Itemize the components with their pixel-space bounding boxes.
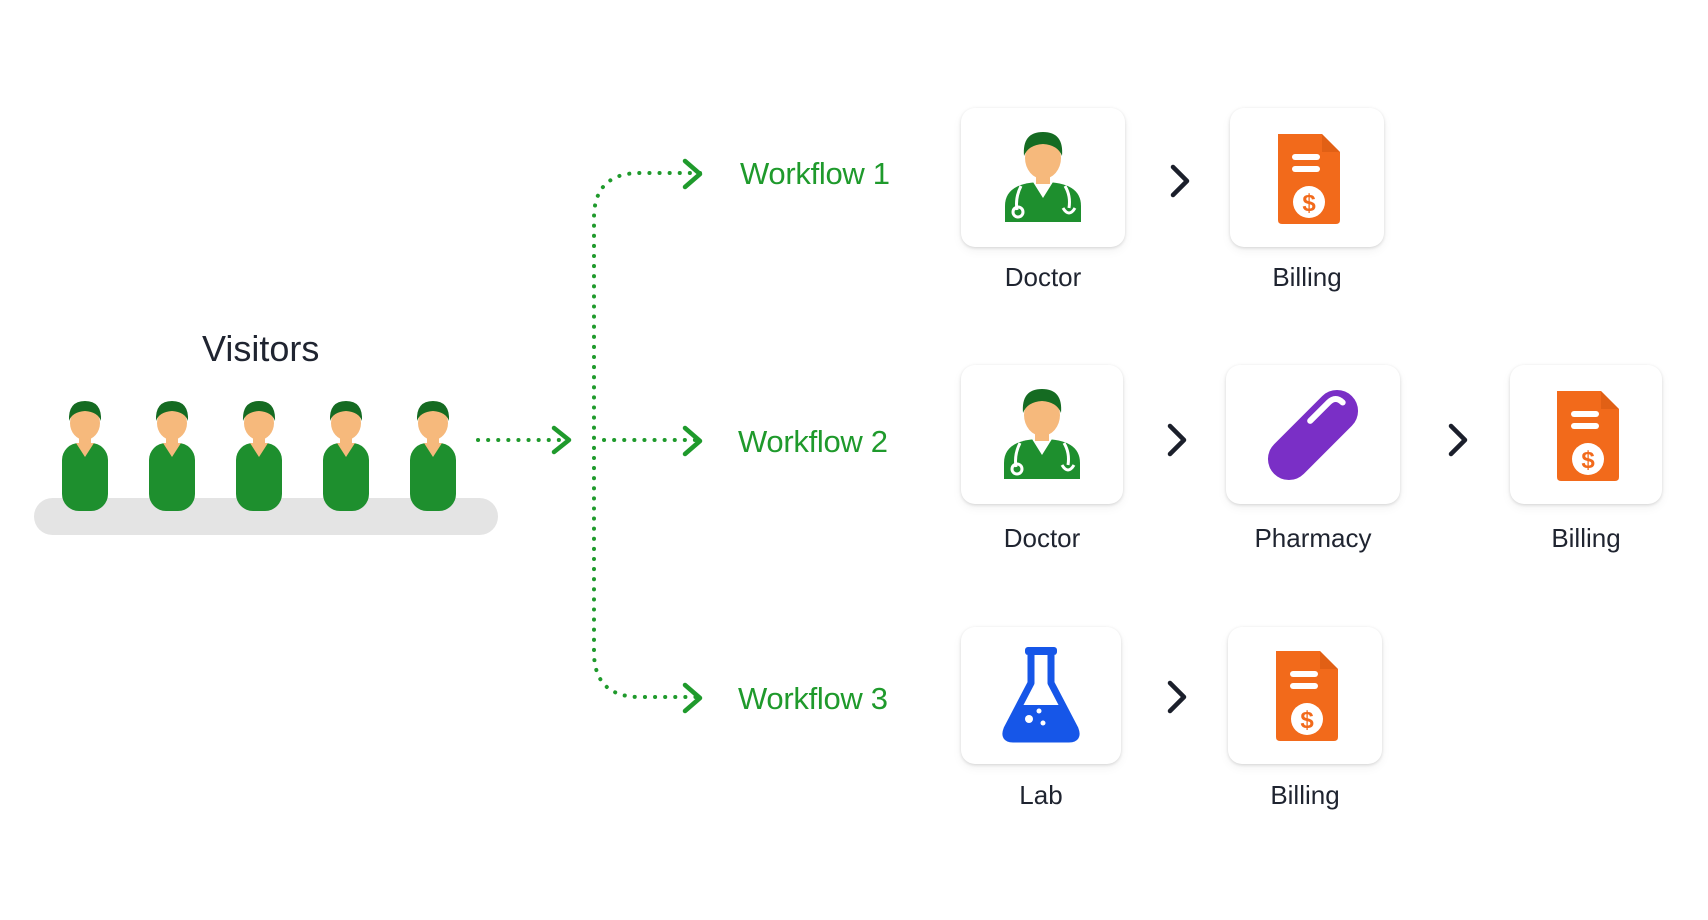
svg-text:$: $ (1300, 707, 1314, 734)
visitor-person-icon (236, 401, 282, 511)
visitor-person-icon (149, 401, 195, 511)
chevron-right-icon (1170, 164, 1190, 198)
visitors-group (34, 395, 498, 535)
step-card-billing: $ (1228, 627, 1382, 764)
chevron-right-icon (1448, 423, 1468, 457)
billing-icon: $ (1278, 134, 1340, 224)
visitor-person-icon (62, 401, 108, 511)
step-card-doctor (961, 365, 1123, 504)
step-card-billing: $ (1230, 108, 1384, 247)
arrowhead-workflow-3 (682, 682, 703, 714)
visitor-person-icon (410, 401, 456, 511)
workflow-3-label: Workflow 3 (738, 681, 888, 716)
step-label-doctor: Doctor (1004, 262, 1082, 292)
doctor-icon (1004, 389, 1080, 479)
step-label-doctor: Doctor (1003, 523, 1081, 553)
step-label-billing: Billing (1270, 780, 1340, 810)
lab-flask-icon (1002, 647, 1080, 743)
pill-icon (1267, 389, 1359, 481)
step-label-billing: Billing (1551, 523, 1621, 553)
step-card-pharmacy (1226, 365, 1400, 504)
arrowhead-workflow-2 (682, 425, 703, 457)
step-card-doctor (961, 108, 1125, 247)
billing-icon: $ (1557, 391, 1619, 481)
branch-trunk-line (592, 171, 702, 699)
visitors-title: Visitors (202, 328, 320, 369)
svg-text:$: $ (1581, 447, 1595, 474)
arrowhead-visitors (551, 425, 572, 455)
billing-icon: $ (1276, 651, 1338, 741)
step-card-billing: $ (1510, 365, 1662, 504)
chevron-right-icon (1167, 680, 1187, 714)
svg-text:$: $ (1302, 190, 1316, 217)
chevron-right-icon (1167, 423, 1187, 457)
step-card-lab (961, 627, 1121, 764)
workflow-2-label: Workflow 2 (738, 424, 888, 459)
visitor-person-icon (323, 401, 369, 511)
doctor-icon (1005, 132, 1081, 222)
arrowhead-workflow-1 (682, 158, 703, 190)
step-label-billing: Billing (1272, 262, 1342, 292)
step-label-pharmacy: Pharmacy (1254, 523, 1372, 553)
step-label-lab: Lab (1019, 780, 1063, 810)
workflow-1-label: Workflow 1 (740, 156, 890, 191)
